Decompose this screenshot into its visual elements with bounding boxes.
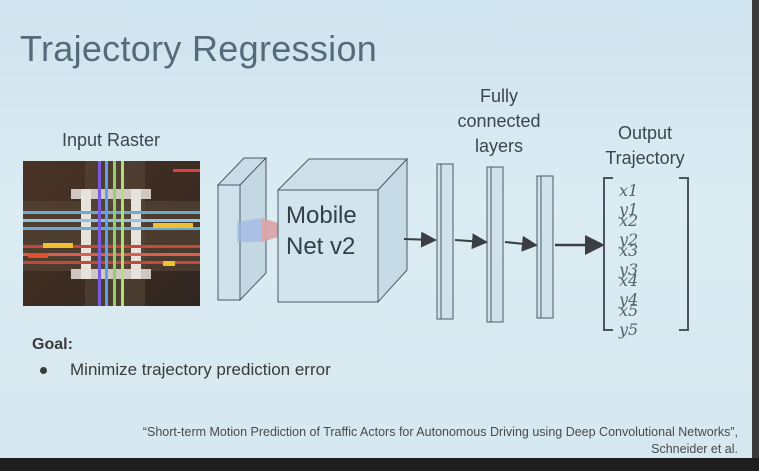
matrix-cell: y3	[619, 260, 639, 279]
input-raster-image	[23, 161, 200, 306]
output-label-text: Output Trajectory	[605, 123, 685, 168]
matrix-cell: x1	[619, 181, 639, 200]
matrix-cell: y4	[619, 290, 639, 309]
matrix-cell: y5	[619, 320, 639, 339]
fc-label-text: Fully connected layers	[457, 86, 541, 156]
citation-line-2: Schneider et al.	[651, 442, 738, 456]
mobilenet-cube	[276, 157, 409, 304]
arrow-3	[504, 235, 538, 252]
matrix-cell: x2	[619, 211, 639, 230]
output-trajectory-label: Output Trajectory	[589, 121, 701, 171]
matrix-row: x3y3	[619, 241, 681, 279]
fully-connected-label: Fully connected layers	[444, 84, 554, 159]
slide-title: Trajectory Regression	[20, 28, 378, 69]
matrix-cell: y2	[619, 230, 639, 249]
input-raster-label: Input Raster	[61, 130, 161, 150]
citation: “Short-term Motion Prediction of Traffic…	[143, 424, 738, 458]
matrix-cell: y1	[619, 200, 639, 219]
citation-line-1: “Short-term Motion Prediction of Traffic…	[142, 425, 738, 439]
fc-layer-1	[436, 163, 454, 320]
matrix-row: x4y4	[619, 271, 681, 309]
matrix-left-bracket	[603, 177, 613, 331]
arrow-2	[454, 233, 488, 250]
matrix-cell: x4	[619, 271, 639, 290]
goal-heading: Goal:	[32, 336, 73, 353]
mobilenet-label: Mobile Net v2	[286, 202, 357, 260]
matrix-cell: x3	[619, 241, 639, 260]
fc-layer-2	[486, 166, 504, 323]
screen-edge	[752, 0, 759, 471]
bullet-icon	[40, 367, 47, 374]
matrix-cell: x5	[619, 301, 639, 320]
matrix-row: x2y2	[619, 211, 681, 249]
matrix-row: x5y5	[619, 301, 681, 339]
network-diagram	[216, 156, 605, 323]
output-matrix: x1y1 x2y2 x3y3 x4y4 x5y5	[603, 177, 689, 339]
goal-item: Minimize trajectory prediction error	[70, 360, 331, 379]
fc-layer-3	[536, 175, 554, 319]
screen-bottom-edge	[0, 458, 759, 471]
matrix-row: x1y1	[619, 181, 681, 219]
matrix-right-bracket	[679, 177, 689, 331]
arrow-1	[403, 231, 437, 248]
slide: Trajectory Regression Input Raster Fully…	[0, 0, 752, 458]
